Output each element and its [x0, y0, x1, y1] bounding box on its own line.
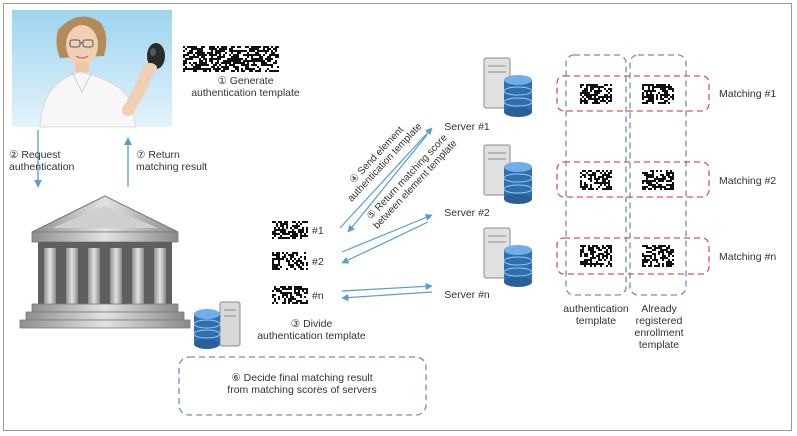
enroll-column-line-4: template	[638, 339, 680, 351]
server-n-icon	[483, 227, 533, 287]
step-divide-line-2: authentication template	[257, 330, 366, 342]
step-generate-line-2: authentication template	[191, 87, 300, 99]
arrow-send-n	[341, 282, 433, 292]
step-decide-line-2: from matching scores of servers	[227, 384, 377, 396]
local-database-icon	[193, 301, 241, 349]
part-label-2: #2	[312, 256, 324, 268]
arrow-score-2	[341, 221, 429, 264]
arrow-send-1	[339, 127, 433, 229]
part-template-1	[272, 221, 308, 239]
enroll-column-line-1: Already	[641, 303, 677, 315]
diagram-frame	[3, 3, 792, 431]
bank-building	[19, 195, 191, 329]
step-return-label: ⑦ Return matching result	[136, 149, 207, 173]
user-photo	[12, 10, 172, 128]
matching-label-2: Matching #2	[719, 175, 777, 187]
step-request-line-1: ② Request	[9, 149, 61, 161]
step-divide-label: ③ Divide authentication template	[244, 318, 379, 342]
arrow-send-2	[341, 214, 433, 253]
matching-row-1	[556, 75, 710, 112]
auth-column-line-2: template	[575, 315, 617, 327]
server-2-icon	[483, 144, 533, 204]
step-generate-label: ① Generate authentication template	[183, 75, 308, 99]
server-label-2: Server #2	[444, 207, 490, 219]
step-decide-label: ⑥ Decide final matching result from matc…	[182, 372, 422, 396]
enroll-column-label: Already registered enrollment template	[624, 303, 694, 351]
step-decide-line-1: ⑥ Decide final matching result	[231, 372, 373, 384]
arrow-score-n	[341, 291, 433, 302]
enroll-column-line-3: enrollment	[634, 327, 684, 339]
step-divide-line-1: ③ Divide	[290, 318, 333, 330]
part-label-n: #n	[312, 290, 324, 302]
decide-box	[178, 356, 427, 416]
enroll-column-box	[629, 54, 687, 296]
part-label-1: #1	[312, 225, 324, 237]
enroll-column-line-2: registered	[635, 315, 683, 327]
matching-label-1: Matching #1	[719, 88, 777, 100]
step-return-line-2: matching result	[136, 161, 208, 173]
auth-column-box	[565, 54, 627, 296]
server-label-n: Server #n	[444, 289, 490, 301]
auth-template-row-2	[580, 170, 612, 190]
step-request-line-2: authentication	[9, 161, 75, 173]
server-label-1: Server #1	[444, 121, 490, 133]
step-return-line-1: ⑦ Return	[136, 149, 180, 161]
step-generate-line-1: ① Generate	[217, 75, 274, 87]
step-request-label: ② Request authentication	[9, 149, 74, 173]
enroll-template-row-1	[642, 84, 674, 104]
part-template-2	[272, 252, 308, 270]
matching-label-n: Matching #n	[719, 251, 777, 263]
part-template-n	[272, 286, 308, 304]
auth-template-row-n	[580, 245, 612, 267]
auth-template-row-1	[580, 84, 612, 104]
auth-template-full	[183, 46, 279, 72]
enroll-template-row-n	[642, 245, 674, 267]
server-1-icon	[483, 57, 533, 117]
matching-row-n	[556, 237, 710, 275]
auth-column-line-1: authentication	[563, 303, 629, 315]
enroll-template-row-2	[642, 170, 674, 190]
arrow-score-1	[347, 134, 428, 233]
matching-row-2	[556, 161, 710, 198]
auth-column-label: authentication template	[556, 303, 636, 327]
